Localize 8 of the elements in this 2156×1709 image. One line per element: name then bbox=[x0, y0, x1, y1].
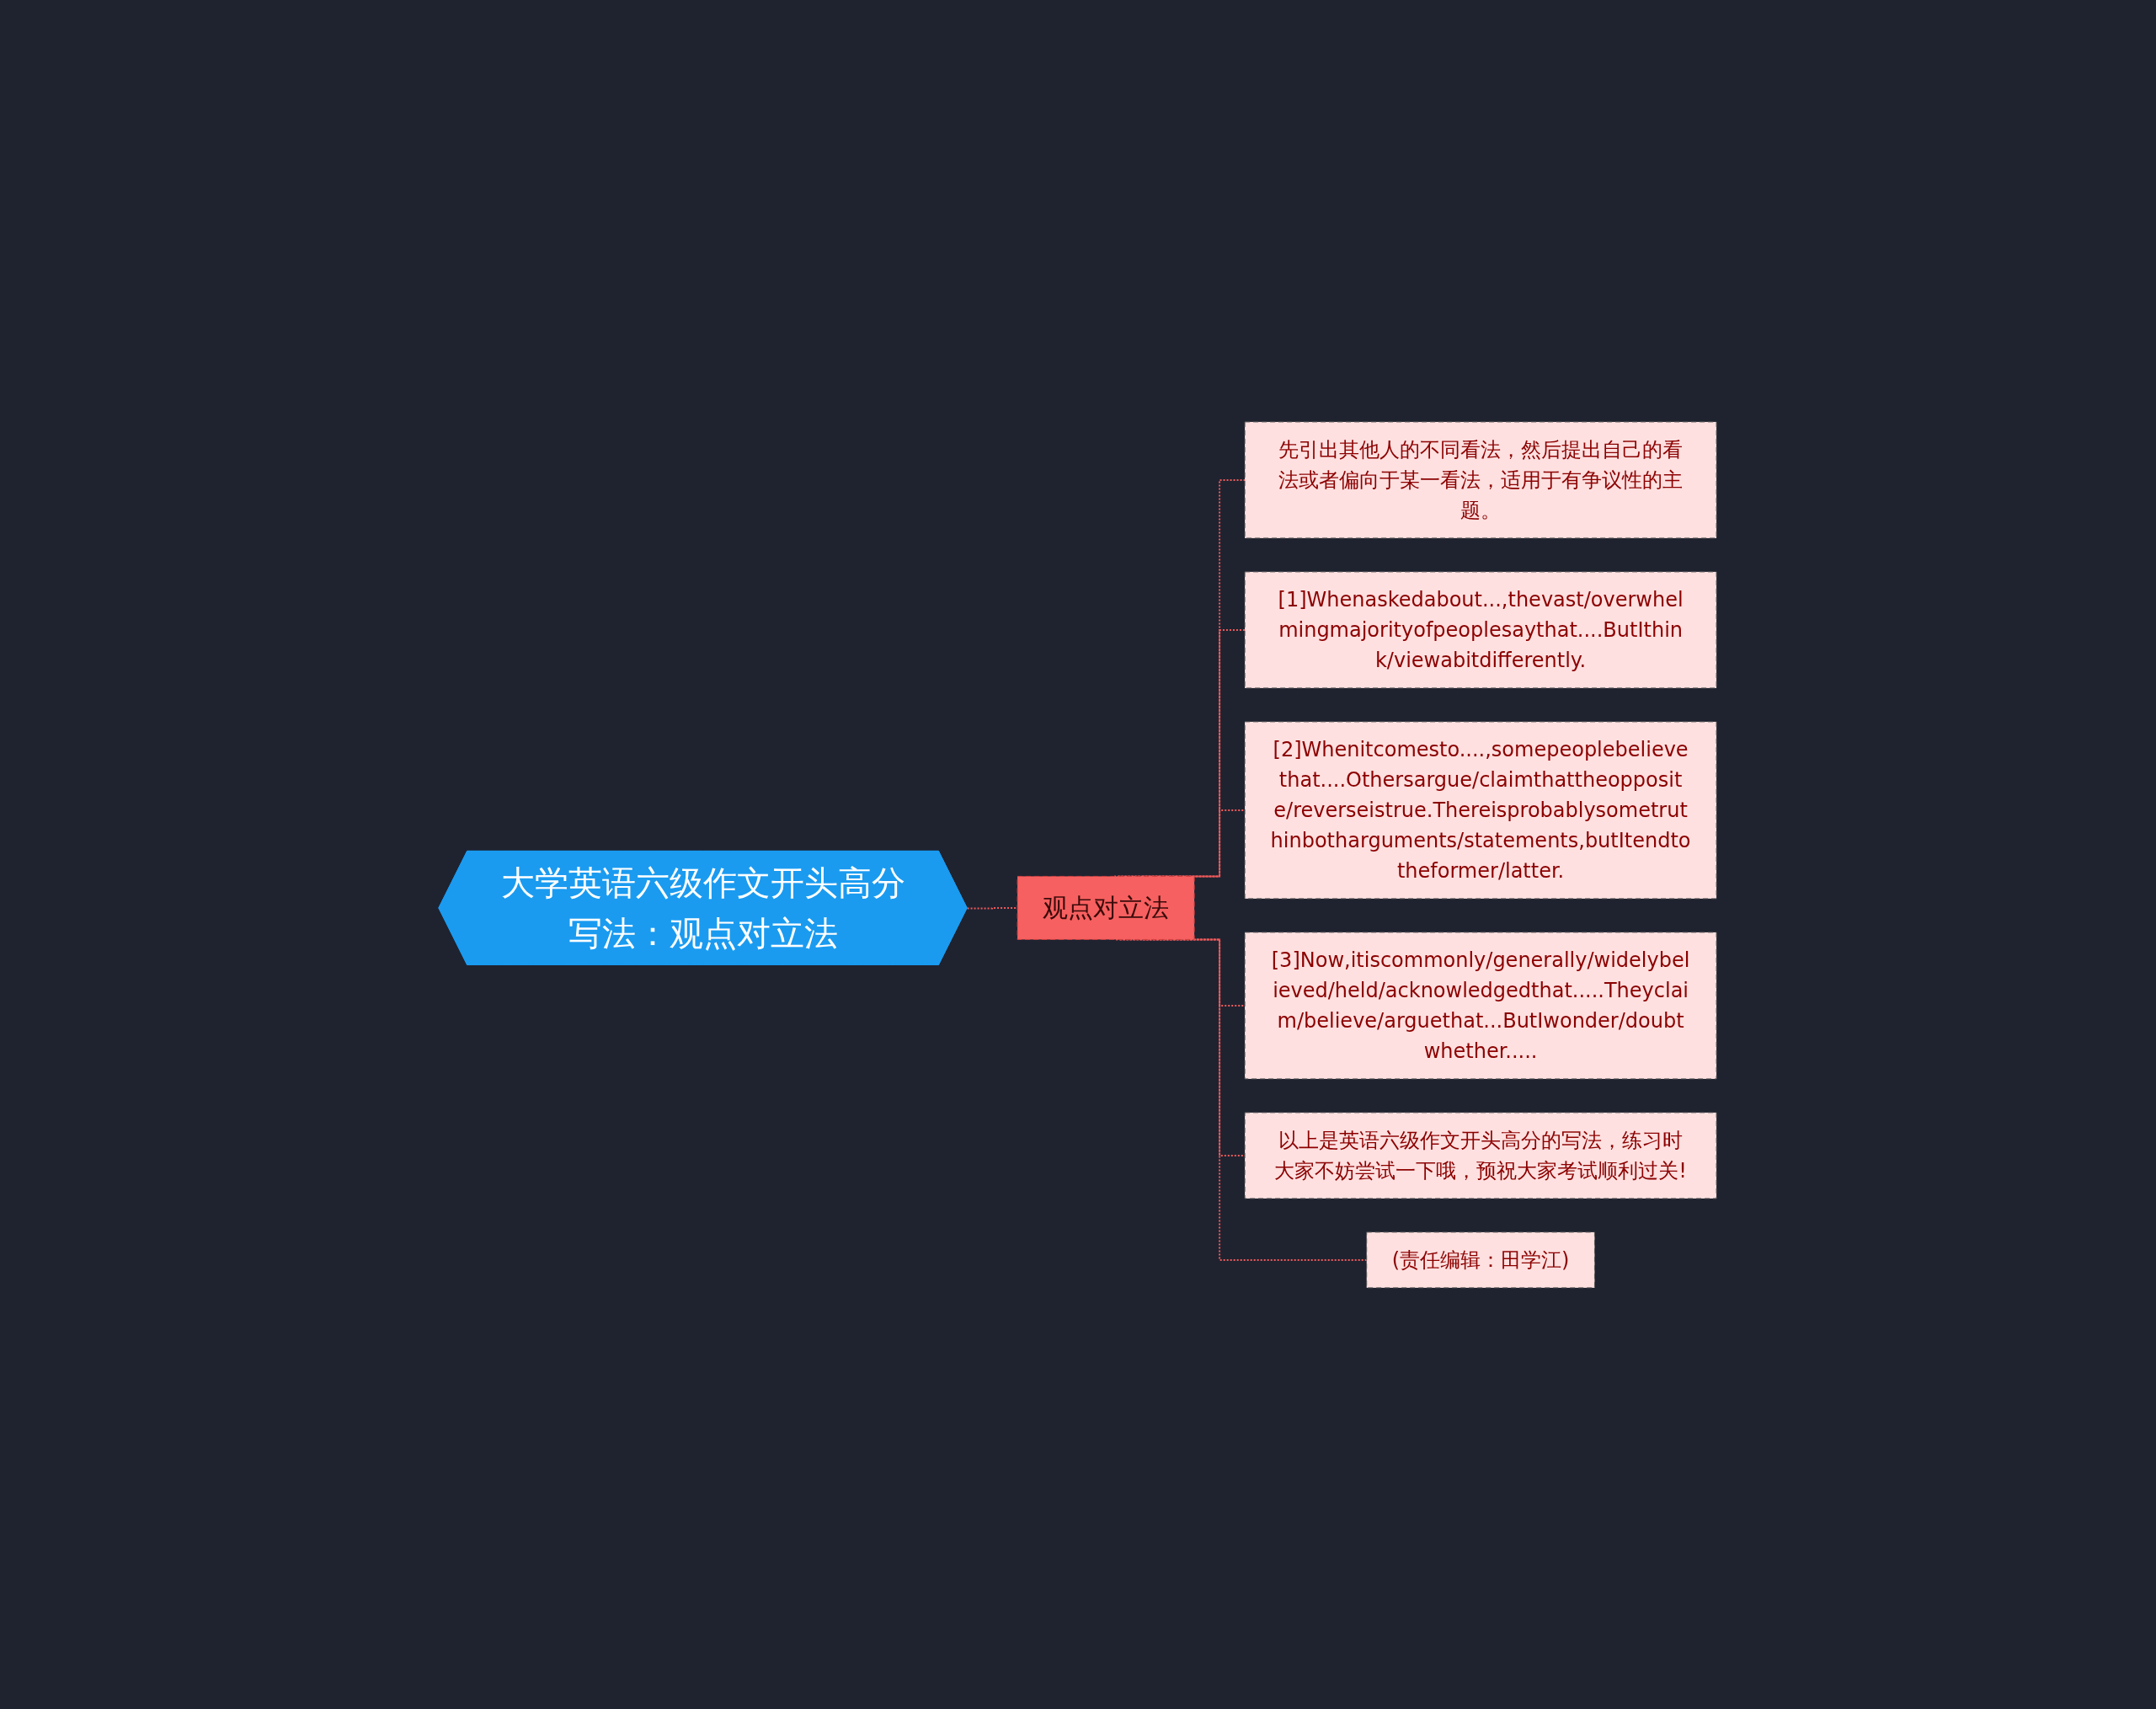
node-box: (责任编辑：田学江) bbox=[1366, 1231, 1596, 1288]
node-box: 以上是英语六级作文开头高分的写法，练习时大家不妨尝试一下哦，预祝大家考试顺利过关! bbox=[1245, 1112, 1718, 1199]
connector bbox=[1115, 938, 1369, 1261]
node-box: 先引出其他人的不同看法，然后提出自己的看法或者偏向于某一看法，适用于有争议性的主题。 bbox=[1245, 421, 1718, 538]
node-box: [1]Whenaskedabout...,thevast/overwhelmingmajorityofpeoplesaythat....ButIthink/viewabitdifferently. bbox=[1245, 571, 1718, 688]
node-box: [2]Whenitcomesto....,somepeoplebelievethat....Othersargue/claimthattheopposite/reverseistrue.Thereisprobablysometruthinbotharguments/statements,butItendtotheformer/latter. bbox=[1245, 721, 1718, 899]
node-box: [3]Now,itiscommonly/generally/widelybelieved/held/acknowledgedthat.....Theyclaim/believe/arguethat...ButIwonder/doubtwhether..... bbox=[1245, 932, 1718, 1079]
node-box: 观点对立法 bbox=[1017, 875, 1196, 940]
